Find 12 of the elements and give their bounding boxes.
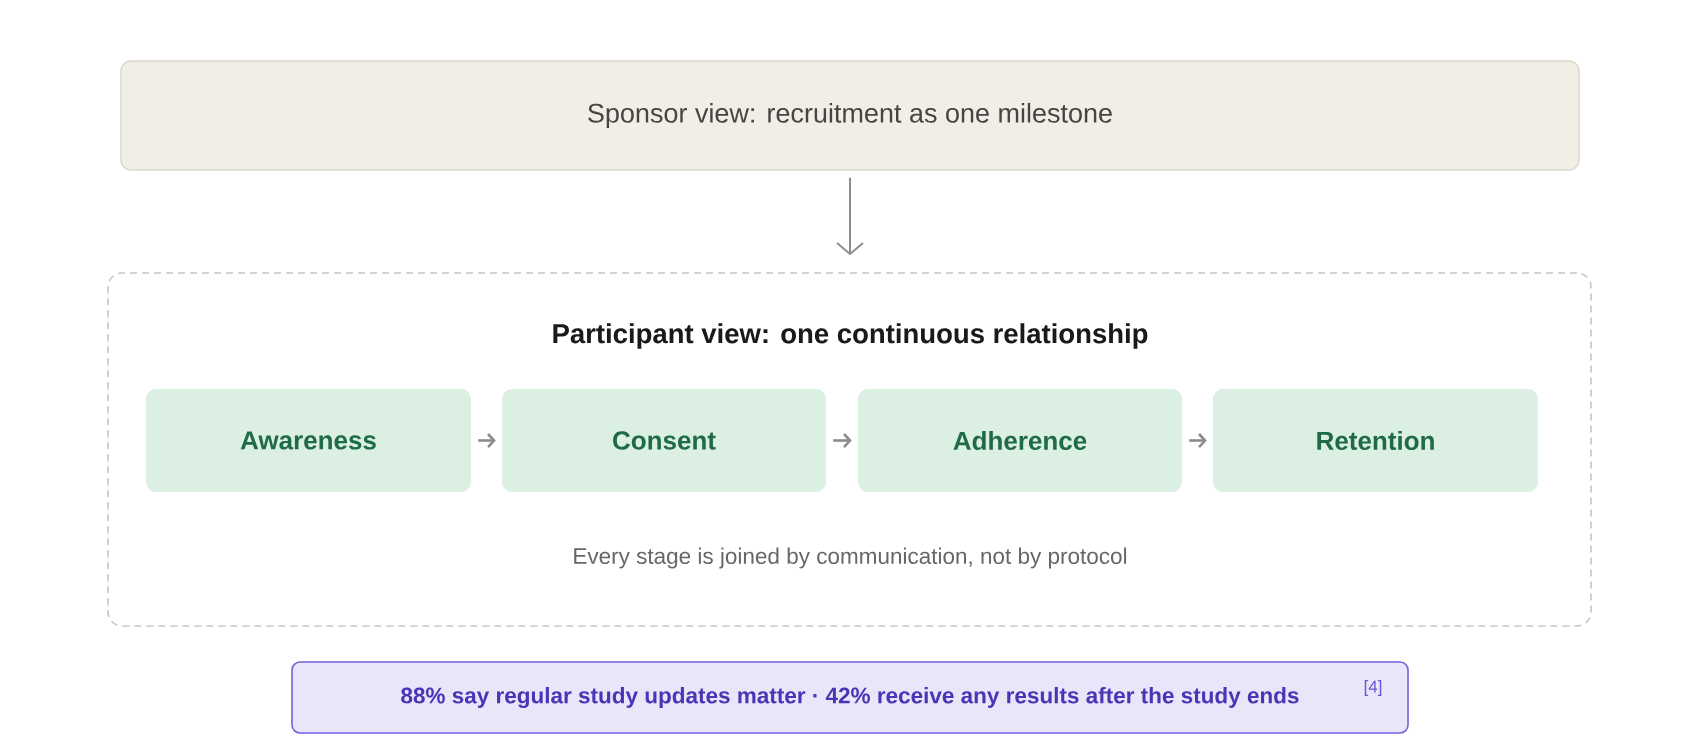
arrow (478, 433, 496, 448)
stage-box: Retention (1213, 389, 1538, 492)
arrow (833, 433, 852, 448)
panel-note: Every stage is joined by communication, not by protocol (574, 547, 1127, 569)
stage-box: Consent (502, 389, 826, 492)
stage-box: Awareness (146, 389, 471, 492)
sponsor-box: Sponsor view: recruitment as one milestone (120, 60, 1580, 171)
arrow (1189, 433, 1207, 448)
arrow (836, 176, 864, 256)
stage-box: Adherence (858, 389, 1182, 492)
panel-title: Participant view: one continuous relationship (553, 323, 1148, 349)
citation-mark: [4] (1364, 680, 1382, 696)
